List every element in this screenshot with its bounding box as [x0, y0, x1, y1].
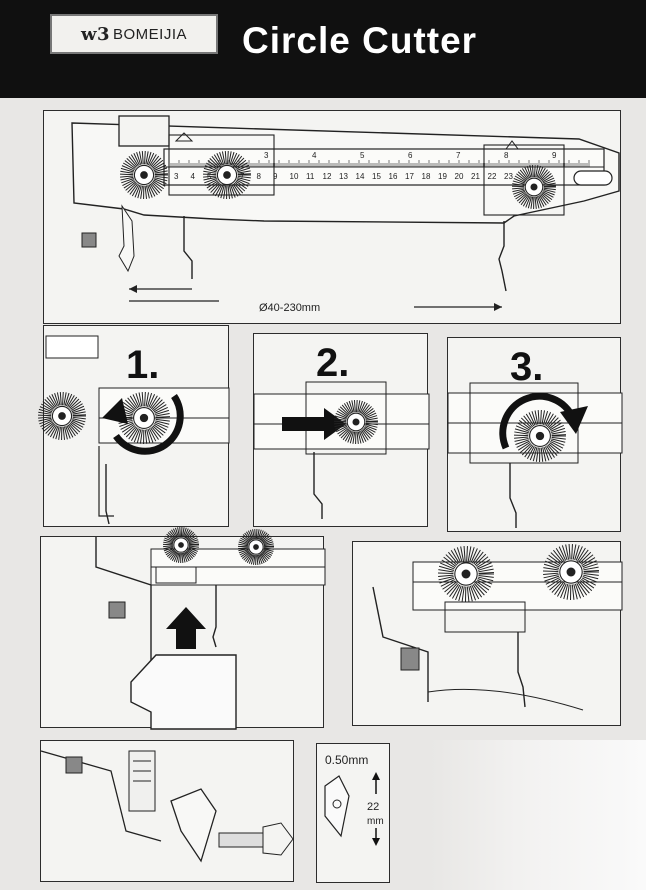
step-3-panel: 3.	[447, 337, 623, 532]
ruler-bottom-label: 21	[471, 172, 480, 181]
thumb-wheel-icon	[237, 528, 275, 566]
ruler-bottom-label: 4	[191, 172, 196, 181]
install-panel	[40, 526, 326, 730]
ruler-bottom-label: 22	[488, 172, 497, 181]
ruler-bottom-label: 3	[174, 172, 179, 181]
ruler-top-label: 9	[552, 151, 557, 160]
thumb-wheel-icon	[119, 151, 168, 200]
ruler-top-label: 3	[264, 151, 269, 160]
ruler-bottom-label: 14	[356, 172, 365, 181]
ruler-bottom-label: 8	[257, 172, 262, 181]
blade-length-unit: mm	[367, 816, 384, 827]
step-1-illustration: 1.	[37, 335, 230, 525]
cutting-panel	[352, 541, 623, 726]
brand-logo: w3 BOMEIJIA	[50, 14, 218, 54]
ruler-top-label: 7	[456, 151, 461, 160]
ruler-bottom-label: 16	[389, 172, 398, 181]
blade-assembly-panel	[40, 740, 294, 882]
brand-name: BOMEIJIA	[113, 25, 188, 43]
thumb-wheel-icon	[513, 410, 566, 463]
step-2-panel: 2.	[253, 333, 430, 527]
ruler-bottom-label: 13	[339, 172, 348, 181]
ruler-bottom-label: 23	[504, 172, 513, 181]
ruler-bottom-label: 17	[405, 172, 414, 181]
thumb-wheel-icon	[542, 544, 599, 601]
ruler-bottom-label: 18	[422, 172, 431, 181]
ruler-bottom-label: 12	[323, 172, 332, 181]
ruler-top-label: 8	[504, 151, 509, 160]
thumb-wheel-icon	[511, 165, 556, 210]
blade-spec-illustration: 0.50mm 22 mm	[324, 753, 384, 846]
step-3-illustration: 3.	[447, 345, 623, 528]
thumb-wheel-icon	[162, 526, 200, 564]
thumb-wheel-icon	[202, 151, 251, 200]
ruler-top-label: 4	[312, 151, 317, 160]
step-3-number: 3.	[510, 345, 543, 389]
ruler-top-label: 5	[360, 151, 365, 160]
ruler-bottom-label: 15	[372, 172, 381, 181]
brand-mark: w3	[80, 23, 110, 45]
install-illustration	[95, 526, 326, 730]
blade-assembly-illustration	[40, 750, 294, 863]
cutting-range-label: Ø40-230mm	[259, 302, 320, 314]
cutting-illustration	[372, 544, 623, 711]
ruler-bottom-label: 11	[306, 172, 315, 181]
thumb-wheel-icon	[37, 392, 86, 441]
rotate-arrow-icon	[102, 398, 128, 424]
header-band: w3 BOMEIJIA Circle Cutter	[0, 0, 646, 98]
thumb-wheel-icon	[437, 546, 494, 603]
step-2-illustration: 2.	[253, 341, 430, 519]
thumb-wheel-icon	[333, 400, 378, 445]
ruler-bottom-label: 19	[438, 172, 447, 181]
ruler-top-label: 6	[408, 151, 413, 160]
ruler-bottom-label: 10	[290, 172, 299, 181]
blade-length: 22	[367, 801, 379, 813]
step-2-number: 2.	[316, 341, 349, 385]
ruler-bottom-label: 9	[273, 172, 278, 181]
ruler-bottom-label: 20	[455, 172, 464, 181]
step-1-panel: 1.	[37, 325, 230, 527]
rotate-arrow-icon	[560, 406, 588, 434]
blade-thickness: 0.50mm	[325, 753, 368, 767]
faded-corner	[430, 740, 646, 890]
step-1-number: 1.	[126, 343, 159, 387]
page-title: Circle Cutter	[242, 20, 478, 61]
blade-spec-panel: 0.50mm 22 mm	[316, 743, 390, 883]
